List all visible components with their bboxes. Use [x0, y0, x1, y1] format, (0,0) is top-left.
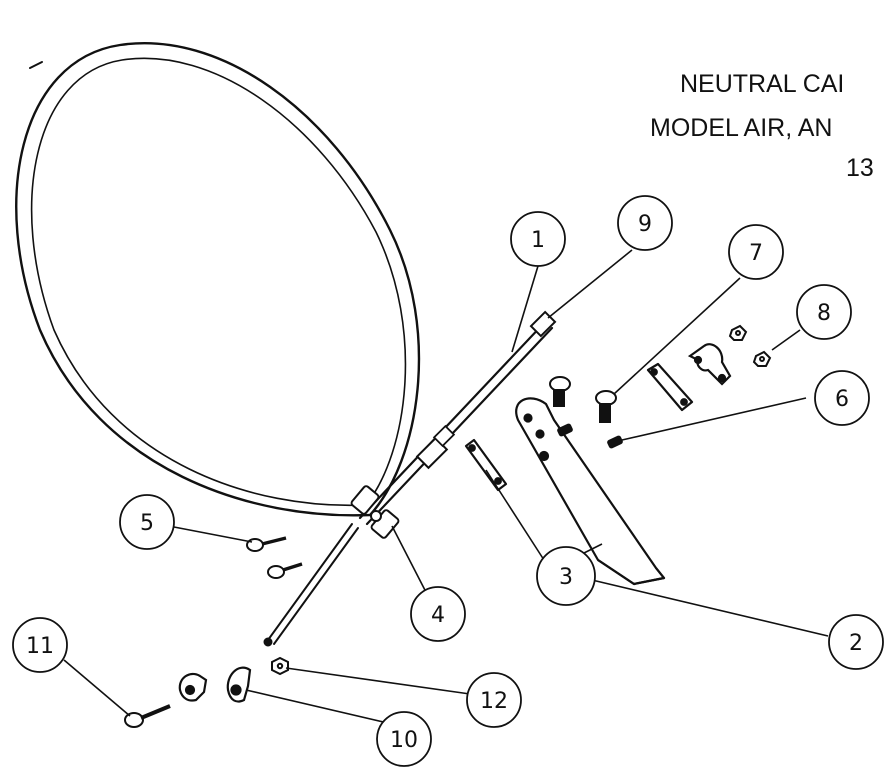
- callout-3-label: 3: [559, 565, 573, 590]
- cable-straps: [464, 362, 694, 492]
- callout-11: 11: [12, 617, 68, 673]
- callout-1: 1: [510, 211, 566, 267]
- diagram-title-line-1: NEUTRAL CAI: [680, 70, 845, 98]
- cable-loop: [15, 42, 421, 517]
- callout-1-label: 1: [531, 228, 545, 253]
- callout-2: 2: [828, 614, 884, 670]
- clamp-screws: [246, 536, 303, 579]
- callout-5: 5: [119, 494, 175, 550]
- callout-7: 7: [728, 224, 784, 280]
- callout-10-label: 10: [390, 728, 418, 753]
- callout-11-label: 11: [26, 634, 54, 659]
- callout-8-label: 8: [817, 301, 831, 326]
- callout-12: 12: [466, 672, 522, 728]
- callout-9-label: 9: [638, 212, 652, 237]
- callout-6-label: 6: [835, 387, 849, 412]
- saddle-clamp: [687, 343, 732, 386]
- bracket-bolts: [549, 376, 617, 423]
- mounting-bracket: [515, 397, 666, 586]
- callout-12-label: 12: [480, 689, 508, 714]
- diagram-title-line-3: 13: [846, 154, 874, 182]
- callout-4: 4: [410, 586, 466, 642]
- cable-sheath: [267, 310, 557, 645]
- clevis-parts: [178, 666, 252, 703]
- callout-5-label: 5: [140, 511, 154, 536]
- leader-lines: [63, 249, 829, 725]
- callout-2-label: 2: [849, 631, 863, 656]
- diagram-title-line-2: MODEL AIR, AN: [650, 114, 833, 142]
- set-screws: [557, 423, 623, 449]
- cable-clamp: [350, 485, 400, 539]
- rod-end-tip: [263, 637, 273, 647]
- hex-nuts: [728, 324, 772, 367]
- callout-8: 8: [796, 284, 852, 340]
- callout-9: 9: [617, 195, 673, 251]
- callout-10: 10: [376, 711, 432, 767]
- jam-nut: [271, 656, 289, 676]
- callout-4-label: 4: [431, 603, 445, 628]
- callout-6: 6: [814, 370, 870, 426]
- callout-3: 3: [536, 546, 596, 606]
- callout-7-label: 7: [749, 241, 763, 266]
- clevis-bolt: [124, 704, 171, 728]
